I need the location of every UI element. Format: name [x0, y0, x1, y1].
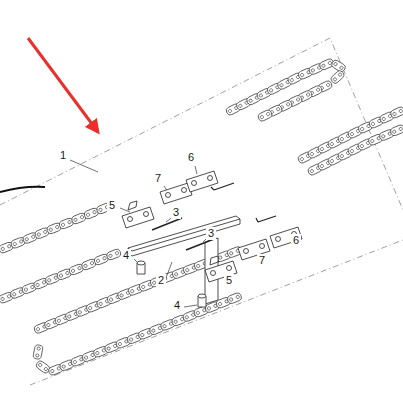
kit-boundary — [0, 38, 403, 385]
leader-lines — [70, 160, 292, 307]
callout-number: 4 — [121, 249, 131, 262]
callout-number: 6 — [186, 151, 196, 164]
parts — [122, 171, 302, 307]
callout-number: 2 — [156, 274, 166, 287]
callout-number: 5 — [107, 199, 117, 212]
cable — [0, 187, 45, 192]
callout-number: 3 — [171, 206, 181, 219]
callout-number: 6 — [291, 234, 301, 247]
callout-number: 1 — [58, 149, 68, 162]
callout-number: 3 — [206, 227, 216, 240]
callout-number: 5 — [224, 274, 234, 287]
pointer-arrow — [28, 38, 98, 132]
callout-number: 7 — [257, 254, 267, 267]
roller-chains — [0, 58, 403, 376]
callout-number: 4 — [172, 299, 182, 312]
callout-number: 7 — [153, 172, 163, 185]
